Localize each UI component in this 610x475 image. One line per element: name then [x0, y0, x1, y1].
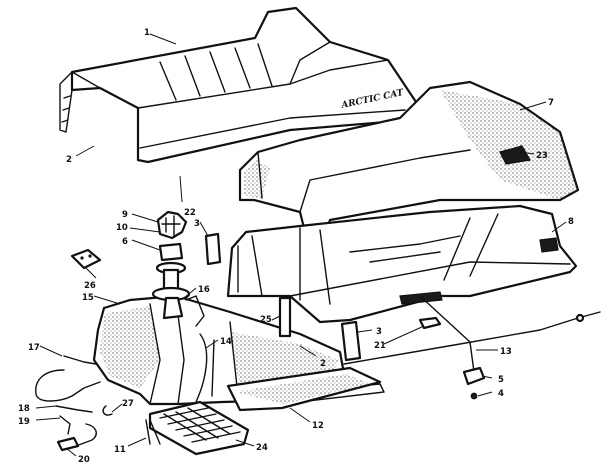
clip-hardware — [462, 366, 486, 400]
callout-10: 10 — [116, 223, 128, 233]
callout-23: 23 — [536, 151, 548, 161]
callout-12: 12 — [312, 421, 324, 431]
fuel-lines — [35, 333, 208, 452]
callout-labels: 1 2 2 3 3 4 5 6 7 8 9 10 11 12 13 14 15 … — [18, 28, 574, 465]
callout-11: 11 — [114, 445, 126, 455]
callout-26: 26 — [84, 281, 96, 291]
callout-2-seat: 2 — [66, 155, 72, 165]
mount-bracket — [70, 248, 102, 270]
callout-2-tank: 2 — [320, 359, 326, 369]
callout-3-left: 3 — [194, 219, 200, 229]
callout-13: 13 — [500, 347, 512, 357]
callout-7: 7 — [548, 98, 554, 108]
callout-9: 9 — [122, 210, 128, 220]
seat-frame — [226, 204, 578, 324]
callout-25: 25 — [260, 315, 272, 325]
leader-lines — [35, 33, 567, 457]
callout-4: 4 — [498, 389, 504, 399]
callout-19: 19 — [18, 417, 30, 427]
callout-14: 14 — [220, 337, 232, 347]
heat-shield-grid — [148, 400, 250, 456]
callout-17: 17 — [28, 343, 40, 353]
callout-27: 27 — [122, 399, 134, 409]
seat-pads — [204, 232, 362, 362]
callout-16: 16 — [198, 285, 210, 295]
seat-cushion: ARCTIC CAT — [59, 6, 422, 164]
callout-3-right: 3 — [376, 327, 382, 337]
callout-5: 5 — [498, 375, 504, 385]
tank-mount — [226, 366, 382, 412]
seat-base — [238, 80, 580, 254]
callout-18: 18 — [18, 404, 30, 414]
callout-6: 6 — [122, 237, 128, 247]
fuel-cap-assembly — [151, 210, 191, 320]
callout-15: 15 — [82, 293, 94, 303]
callout-8: 8 — [568, 217, 574, 227]
callout-21: 21 — [374, 341, 386, 351]
callout-1: 1 — [144, 28, 150, 38]
callout-22: 22 — [184, 208, 196, 218]
callout-20: 20 — [78, 455, 90, 465]
strap-hardware — [343, 295, 601, 373]
callout-24: 24 — [256, 443, 268, 453]
